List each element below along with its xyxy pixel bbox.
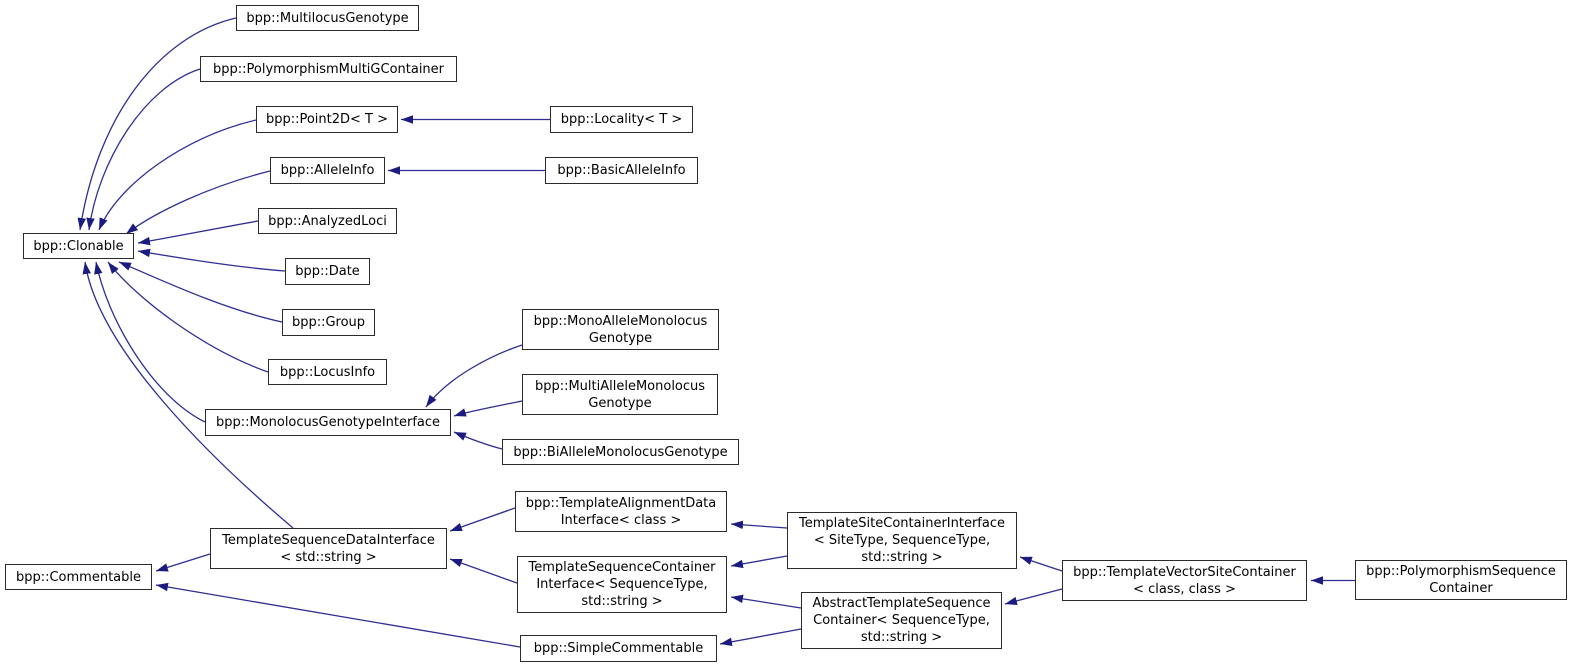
edge-analyzed-loci--clonable [137, 220, 259, 246]
node-basic-allele-info-label: bpp::BasicAlleleInfo [557, 163, 686, 178]
node-polymorphism-multi-g-container-label: bpp::PolymorphismMultiGContainer [212, 61, 445, 77]
node-locus-info-label: bpp::LocusInfo [279, 364, 376, 380]
edge-date--clonable [137, 248, 286, 272]
node-bi-allele-monolocus-genotype[interactable]: bpp::BiAlleleMonolocusGenotype [502, 439, 739, 465]
node-polymorphism-sequence-container[interactable]: bpp::PolymorphismSequence Container [1355, 560, 1567, 600]
node-date-label: bpp::Date [295, 264, 360, 279]
node-mono-allele-monolocus-genotype[interactable]: bpp::MonoAlleleMonolocus Genotype [522, 309, 719, 350]
node-analyzed-loci[interactable]: bpp::AnalyzedLoci [258, 208, 397, 234]
node-date[interactable]: bpp::Date [285, 258, 370, 285]
node-template-site-container-interface[interactable]: TemplateSiteContainerInterface < SiteTyp… [787, 512, 1017, 569]
node-multi-allele-monolocus-genotype-label: bpp::MultiAlleleMonolocus Genotype [534, 378, 706, 411]
node-polymorphism-sequence-container-label: bpp::PolymorphismSequence Container [1366, 564, 1556, 596]
node-point2d[interactable]: bpp::Point2D< T > [256, 106, 398, 133]
node-commentable[interactable]: bpp::Commentable [5, 564, 152, 590]
node-multilocus-genotype-label: bpp::MultilocusGenotype [246, 10, 409, 26]
node-template-sequence-container-interface-label: TemplateSequenceContainer Interface< Seq… [528, 560, 716, 609]
edge-point2d--clonable [98, 119, 257, 231]
node-clonable-label: bpp::Clonable [33, 238, 124, 254]
edge-template-alignment-data-interface--template-sequence-data-interface [449, 507, 516, 532]
edge-locus-info--clonable [107, 261, 269, 373]
edge-template-vector-site-container--template-site-container-interface [1019, 556, 1063, 572]
node-abstract-template-sequence-container-label: AbstractTemplateSequence Container< Sequ… [812, 596, 991, 645]
node-polymorphism-multi-g-container[interactable]: bpp::PolymorphismMultiGContainer [200, 56, 457, 82]
node-abstract-template-sequence-container[interactable]: AbstractTemplateSequence Container< Sequ… [801, 592, 1002, 649]
node-basic-allele-info[interactable]: bpp::BasicAlleleInfo [545, 157, 698, 184]
node-simple-commentable-label: bpp::SimpleCommentable [533, 641, 704, 656]
node-allele-info-label: bpp::AlleleInfo [280, 163, 375, 178]
edge-bi-allele-monolocus-genotype--monolocus-genotype-interface [453, 431, 503, 450]
node-point2d-label: bpp::Point2D< T > [265, 112, 389, 127]
edge-template-site-container-interface--template-alignment-data-interface [730, 520, 788, 530]
edge-template-vector-site-container--abstract-template-sequence-container [1004, 588, 1063, 606]
edge-multi-allele-monolocus-genotype--monolocus-genotype-interface [453, 400, 523, 417]
node-template-alignment-data-interface-label: bpp::TemplateAlignmentData Interface< cl… [525, 495, 717, 528]
node-template-sequence-container-interface[interactable]: TemplateSequenceContainer Interface< Seq… [517, 556, 727, 613]
edge-abstract-template-sequence-container--template-sequence-container-interface [730, 594, 802, 609]
node-group[interactable]: bpp::Group [282, 309, 375, 336]
node-template-vector-site-container[interactable]: bpp::TemplateVectorSiteContainer < class… [1062, 560, 1307, 601]
node-template-alignment-data-interface[interactable]: bpp::TemplateAlignmentData Interface< cl… [515, 491, 727, 532]
node-mono-allele-monolocus-genotype-label: bpp::MonoAlleleMonolocus Genotype [533, 313, 708, 346]
edge-allele-info--clonable [125, 170, 271, 235]
node-commentable-label: bpp::Commentable [15, 569, 142, 585]
node-bi-allele-monolocus-genotype-label: bpp::BiAlleleMonolocusGenotype [513, 444, 728, 460]
node-template-sequence-data-interface[interactable]: TemplateSequenceDataInterface < std::str… [210, 528, 447, 569]
edge-template-sequence-data-interface--commentable [155, 553, 211, 572]
node-monolocus-genotype-interface[interactable]: bpp::MonolocusGenotypeInterface [205, 409, 451, 436]
edge-multilocus-genotype--clonable [77, 17, 237, 231]
edge-monolocus-genotype-interface--clonable [94, 261, 206, 423]
node-analyzed-loci-label: bpp::AnalyzedLoci [268, 213, 387, 229]
node-simple-commentable[interactable]: bpp::SimpleCommentable [520, 635, 717, 662]
edge-template-sequence-data-interface--clonable [82, 261, 294, 529]
node-multi-allele-monolocus-genotype[interactable]: bpp::MultiAlleleMonolocus Genotype [522, 374, 718, 415]
edge-template-site-container-interface--template-sequence-container-interface [730, 555, 788, 569]
node-monolocus-genotype-interface-label: bpp::MonolocusGenotypeInterface [215, 415, 441, 430]
edge-mono-allele-monolocus-genotype--monolocus-genotype-interface [425, 344, 523, 408]
node-locality[interactable]: bpp::Locality< T > [550, 106, 693, 133]
node-template-sequence-data-interface-label: TemplateSequenceDataInterface < std::str… [222, 532, 435, 565]
node-clonable[interactable]: bpp::Clonable [23, 233, 134, 259]
edge-polymorphism-multi-g-container--clonable [86, 68, 201, 231]
edge-group--clonable [118, 261, 283, 323]
edge-simple-commentable--commentable [155, 582, 521, 648]
node-group-label: bpp::Group [291, 315, 366, 330]
edge-template-sequence-container-interface--template-sequence-data-interface [449, 558, 518, 584]
edge-abstract-template-sequence-container--simple-commentable [719, 628, 802, 646]
node-allele-info[interactable]: bpp::AlleleInfo [270, 157, 385, 184]
node-locus-info[interactable]: bpp::LocusInfo [268, 359, 387, 385]
node-template-vector-site-container-label: bpp::TemplateVectorSiteContainer < class… [1073, 564, 1296, 597]
node-locality-label: bpp::Locality< T > [560, 112, 683, 127]
node-multilocus-genotype[interactable]: bpp::MultilocusGenotype [236, 5, 419, 31]
node-template-site-container-interface-label: TemplateSiteContainerInterface < SiteTyp… [798, 516, 1005, 565]
